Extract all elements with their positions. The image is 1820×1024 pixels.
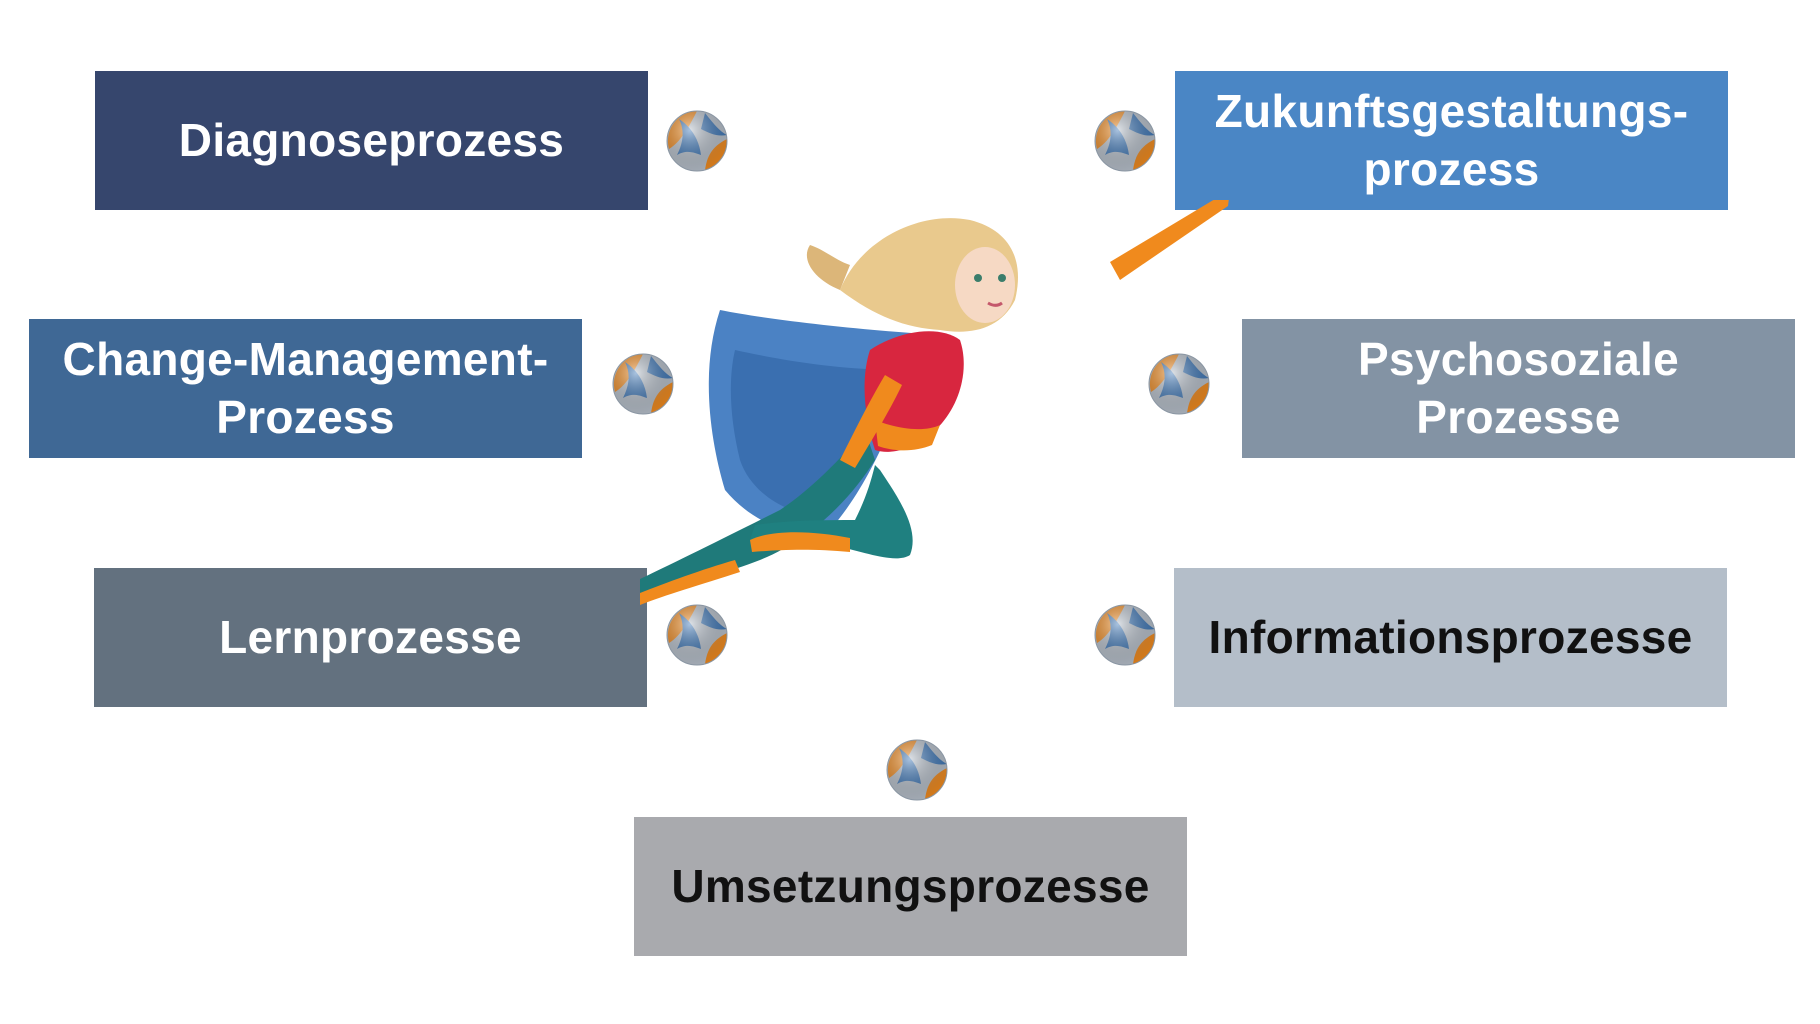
box-label-psychosoziale-prozesse: Psychosoziale Prozesse [1358,333,1679,443]
box-lernprozesse: Lernprozesse [94,568,647,707]
box-zukunftsgestaltungsprozess: Zukunftsgestaltungs- prozess [1175,71,1728,210]
box-label-change-management-prozess: Change-Management- Prozess [62,333,549,443]
box-informationsprozesse: Informationsprozesse [1174,568,1727,707]
ball-icon-zukunftsgestaltungsprozess [1094,110,1156,172]
box-label-lernprozesse: Lernprozesse [219,610,522,663]
box-label-umsetzungsprozesse: Umsetzungsprozesse [671,859,1150,912]
box-psychosoziale-prozesse: Psychosoziale Prozesse [1242,319,1795,458]
box-label-informationsprozesse: Informationsprozesse [1208,610,1693,663]
superhero-illustration [640,200,1229,605]
box-change-management-prozess: Change-Management- Prozess [29,319,582,458]
box-label-diagnoseprozess: Diagnoseprozess [178,113,565,166]
ball-icon-umsetzungsprozesse [886,739,948,801]
ball-icon-diagnoseprozess [666,110,728,172]
box-label-zukunftsgestaltungsprozess: Zukunftsgestaltungs- prozess [1214,85,1689,195]
box-diagnoseprozess: Diagnoseprozess [95,71,648,210]
box-umsetzungsprozesse: Umsetzungsprozesse [634,817,1187,956]
